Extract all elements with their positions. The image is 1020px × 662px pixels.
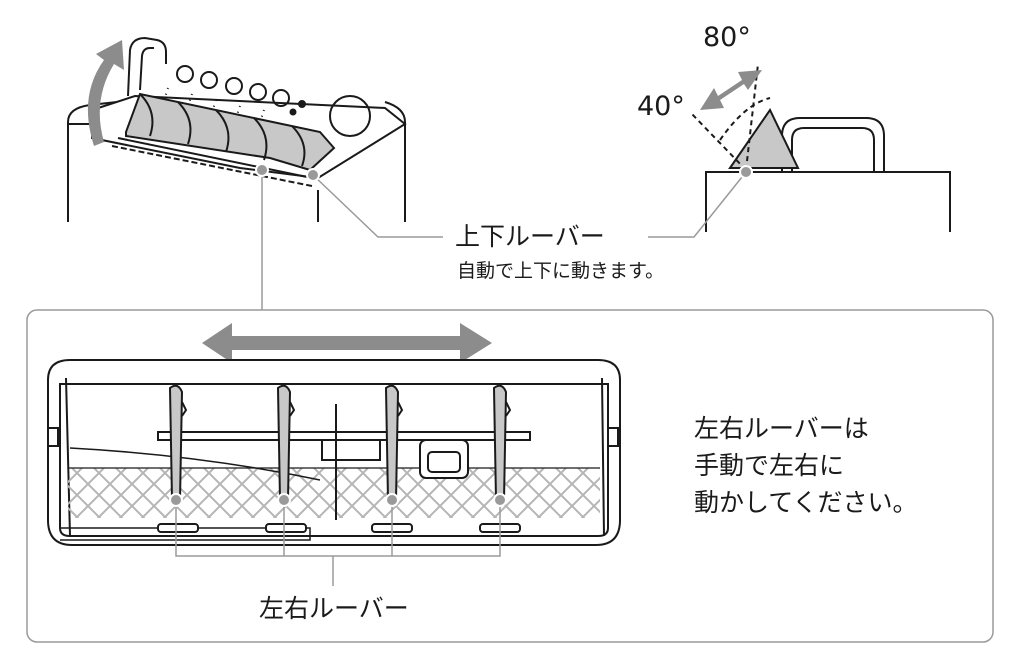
note-line-1: 左右ルーバーは [694, 414, 869, 443]
angle-80-label: 80° [703, 22, 751, 53]
leader-dots [255, 163, 753, 182]
leftright-louver-title: 左右ルーバー [259, 594, 409, 623]
angle-guides [689, 63, 771, 171]
left-right-arrow [202, 323, 492, 363]
updown-louver-description: 自動で上下に動きます。 [457, 260, 665, 282]
leftright-louver-note: 左右ルーバーは 手動で左右に 動かしてください。 [694, 410, 994, 521]
updown-leader-lines [261, 171, 747, 310]
leftright-leader-lines [175, 500, 501, 586]
updown-louver-title: 上下ルーバー [455, 222, 605, 251]
angle-40-label: 40° [637, 91, 685, 122]
note-line-2: 手動で左右に [694, 451, 845, 480]
vane-dots [169, 493, 507, 507]
heater-side-view [705, 108, 951, 232]
rotate-up-arrow [87, 40, 124, 146]
note-line-3: 動かしてください。 [694, 488, 918, 517]
front-grille [47, 359, 621, 546]
detail-panel [26, 309, 994, 643]
angle-range-arrow [700, 70, 762, 110]
updown-louver-open [111, 92, 336, 187]
